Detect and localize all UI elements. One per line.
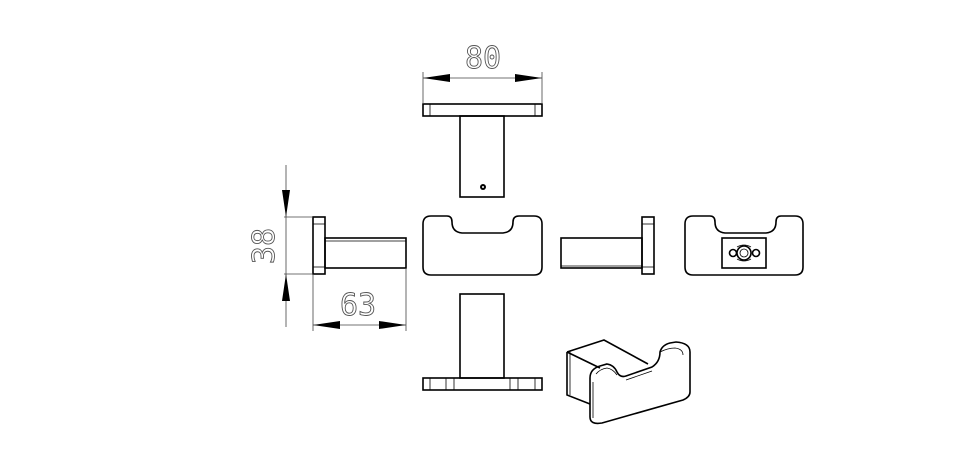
depth-dimension-label: 63: [340, 288, 376, 323]
top-view: [422, 103, 543, 198]
width-dimension-label: 80: [465, 41, 501, 76]
bottom-view: [422, 293, 543, 391]
left-side-view: [312, 216, 407, 275]
isometric-view: [566, 339, 691, 425]
right-side-view: [560, 216, 655, 275]
height-dimension-label: 38: [247, 228, 282, 264]
front-view: [422, 215, 543, 276]
height-dimension: 38: [247, 165, 313, 327]
width-dimension: 80: [422, 41, 543, 104]
depth-dimension: 63: [312, 268, 407, 331]
back-view: [684, 215, 804, 276]
